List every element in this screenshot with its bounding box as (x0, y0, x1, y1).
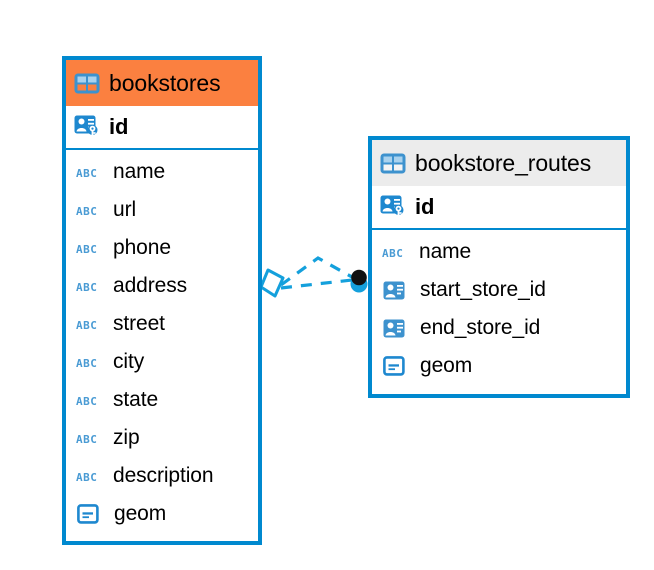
relation-circle-endpoint[interactable] (350, 269, 368, 293)
field-row-name[interactable]: ABC name (372, 233, 626, 271)
geometry-icon (76, 504, 105, 524)
abc-text-icon: ABC (76, 471, 98, 484)
field-label-end-store-id: end_store_id (420, 316, 541, 339)
field-label-id: id (415, 194, 435, 219)
field-row-city[interactable]: ABC city (66, 343, 258, 381)
field-label-name: name (113, 160, 166, 183)
table-icon (380, 153, 406, 174)
field-label-id: id (109, 114, 129, 139)
field-row-zip[interactable]: ABC zip (66, 419, 258, 457)
field-row-street[interactable]: ABC street (66, 305, 258, 343)
field-label-geom: geom (114, 502, 167, 525)
field-row-address[interactable]: ABC address (66, 267, 258, 305)
field-row-primary-key[interactable]: id (372, 186, 626, 230)
geometry-icon (382, 356, 411, 376)
field-label-description: description (113, 464, 214, 487)
field-row-primary-key[interactable]: id (66, 106, 258, 150)
field-row-description[interactable]: ABC description (66, 457, 258, 495)
relation-diamond-endpoint[interactable] (259, 268, 285, 298)
primary-key-icon (380, 195, 406, 219)
field-row-geom[interactable]: geom (66, 495, 258, 533)
entity-header-bookstore-routes[interactable]: bookstore_routes (372, 140, 626, 186)
entity-header-bookstores[interactable]: bookstores (66, 60, 258, 106)
field-row-start-store-id[interactable]: start_store_id (372, 271, 626, 309)
primary-key-icon (74, 115, 100, 139)
abc-text-icon: ABC (76, 395, 98, 408)
field-label-street: street (113, 312, 165, 335)
field-row-phone[interactable]: ABC phone (66, 229, 258, 267)
abc-text-icon: ABC (382, 247, 404, 260)
field-label-address: address (113, 274, 188, 297)
field-label-name: name (419, 240, 472, 263)
abc-text-icon: ABC (76, 205, 98, 218)
field-label-city: city (113, 350, 145, 373)
relation-line-upper (280, 256, 353, 287)
field-label-phone: phone (113, 236, 171, 259)
abc-text-icon: ABC (76, 433, 98, 446)
abc-text-icon: ABC (76, 243, 98, 256)
field-label-state: state (113, 388, 159, 411)
abc-text-icon: ABC (76, 319, 98, 332)
entity-title-bookstores: bookstores (109, 69, 221, 96)
field-row-geom[interactable]: geom (372, 347, 626, 385)
relation-line-lower (280, 278, 353, 290)
field-row-end-store-id[interactable]: end_store_id (372, 309, 626, 347)
field-row-url[interactable]: ABC url (66, 191, 258, 229)
foreign-key-icon (382, 319, 411, 338)
abc-text-icon: ABC (76, 357, 98, 370)
field-label-zip: zip (113, 426, 140, 449)
abc-text-icon: ABC (76, 281, 98, 294)
field-list-bookstores: ABC name ABC url ABC phone ABC address A… (66, 150, 258, 539)
table-icon (74, 73, 100, 94)
field-row-state[interactable]: ABC state (66, 381, 258, 419)
entity-table-bookstores[interactable]: bookstores id (62, 56, 262, 545)
entity-title-bookstore-routes: bookstore_routes (415, 149, 592, 176)
field-row-name[interactable]: ABC name (66, 153, 258, 191)
field-label-geom: geom (420, 354, 473, 377)
field-list-bookstore-routes: ABC name start_store_id (372, 230, 626, 391)
entity-table-bookstore-routes[interactable]: bookstore_routes id (368, 136, 630, 398)
field-label-url: url (113, 198, 137, 221)
abc-text-icon: ABC (76, 167, 98, 180)
field-label-start-store-id: start_store_id (420, 278, 546, 301)
foreign-key-icon (382, 281, 411, 300)
